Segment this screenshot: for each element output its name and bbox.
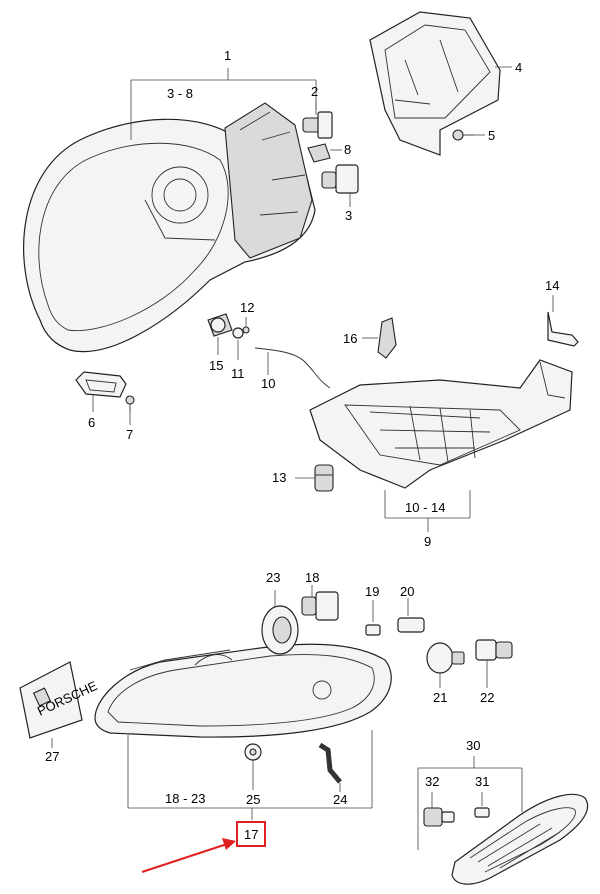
highlighted-callout-17[interactable]: 17: [236, 821, 266, 847]
callout-bracket-30: [417, 756, 523, 850]
clip-part-8[interactable]: [307, 143, 342, 163]
bulb-part-31[interactable]: [474, 792, 490, 818]
gasket-part-6[interactable]: [75, 371, 127, 412]
callout-6: 6: [88, 415, 95, 430]
seal-part-23[interactable]: [261, 590, 299, 655]
callout-31: 31: [475, 774, 489, 789]
callout-2: 2: [311, 84, 318, 99]
fog-light-assembly[interactable]: [94, 643, 392, 738]
callout-22: 22: [480, 690, 494, 705]
callout-27: 27: [45, 749, 59, 764]
callout-10: 10: [261, 376, 275, 391]
bulb-part-21[interactable]: [426, 642, 465, 688]
bracket-part-16[interactable]: [362, 317, 397, 359]
bulb-part-19[interactable]: [365, 600, 381, 636]
bulb-part-2[interactable]: [302, 100, 333, 139]
callout-5: 5: [488, 128, 495, 143]
callout-11: 11: [231, 366, 245, 381]
socket-part-22[interactable]: [475, 639, 513, 688]
callout-24: 24: [333, 792, 347, 807]
card-part-27[interactable]: PORSCHE: [19, 661, 100, 748]
callout-16: 16: [343, 331, 357, 346]
callout-30: 30: [466, 738, 480, 753]
callout-14: 14: [545, 278, 559, 293]
screw-part-7[interactable]: [125, 395, 135, 425]
grommet-part-25[interactable]: [244, 743, 262, 790]
bulb-part-18[interactable]: [301, 585, 339, 621]
housing-part-4[interactable]: [369, 11, 512, 156]
callout-19: 19: [365, 584, 379, 599]
callout-bracket-10-14: [384, 490, 471, 532]
callout-labels: 1 3 - 8 2 4 5 8 3 12 14 16 15 11 10 6 7 …: [45, 48, 559, 807]
callout-3: 3: [345, 208, 352, 223]
callout-3-8: 3 - 8: [167, 86, 193, 101]
callout-10-14: 10 - 14: [405, 500, 445, 515]
side-marker-part-30[interactable]: [451, 793, 589, 885]
callout-7: 7: [126, 427, 133, 442]
callout-20: 20: [400, 584, 414, 599]
callout-18: 18: [305, 570, 319, 585]
callout-bracket-18-23: [127, 730, 373, 820]
socket-part-20[interactable]: [397, 598, 425, 633]
ring-part-12[interactable]: [242, 317, 250, 334]
callout-9: 9: [424, 534, 431, 549]
plug-part-15[interactable]: [207, 313, 233, 355]
callout-8: 8: [344, 142, 351, 157]
screw-part-5[interactable]: [452, 129, 485, 141]
headlight-assembly[interactable]: [23, 102, 316, 352]
tray-part-9[interactable]: [309, 359, 573, 489]
tube-part-24[interactable]: [318, 742, 342, 792]
ring-part-11[interactable]: [232, 327, 244, 360]
callout-1: 1: [224, 48, 231, 63]
callout-18-23: 18 - 23: [165, 791, 205, 806]
clip-part-14[interactable]: [547, 295, 579, 347]
bulb-part-3[interactable]: [321, 164, 359, 207]
socket-part-32[interactable]: [423, 792, 455, 827]
callout-32: 32: [425, 774, 439, 789]
tube-part-10[interactable]: [254, 347, 331, 389]
callout-23: 23: [266, 570, 280, 585]
callout-21: 21: [433, 690, 447, 705]
callout-13: 13: [272, 470, 286, 485]
callout-15: 15: [209, 358, 223, 373]
callout-25: 25: [246, 792, 260, 807]
red-arrow-icon: [141, 838, 236, 873]
grommet-part-13[interactable]: [295, 464, 334, 492]
callout-12: 12: [240, 300, 254, 315]
callout-4: 4: [515, 60, 522, 75]
callout-17: 17: [244, 827, 258, 842]
